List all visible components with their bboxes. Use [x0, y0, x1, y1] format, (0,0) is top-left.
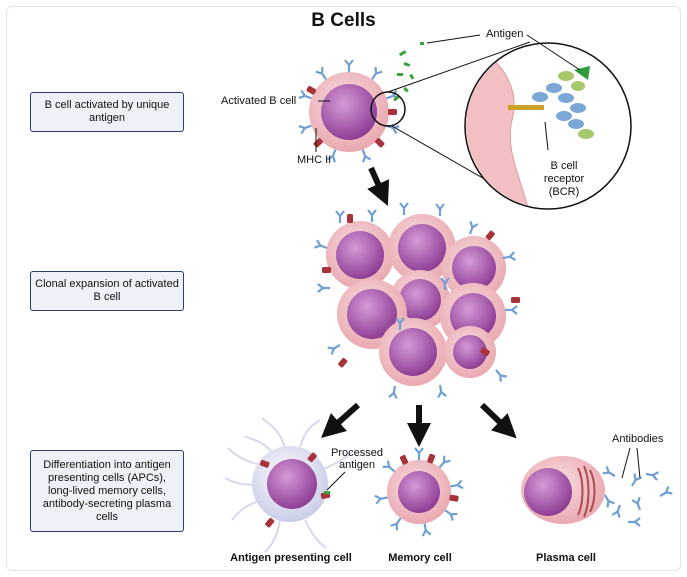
antigen-label: Antigen — [486, 28, 524, 40]
processed-antigen-leader — [326, 471, 346, 491]
antigen-presenting-cell-graphic — [224, 417, 353, 553]
antigen-leader-left — [426, 34, 481, 44]
antibodies-leader-2 — [636, 447, 641, 479]
caption-apc: Antigen presenting cell — [230, 552, 352, 564]
diagram-title: B Cells — [311, 10, 376, 31]
arrow-to-expansion — [367, 166, 390, 206]
arrow-to-apc — [321, 402, 360, 438]
bcr-inset — [464, 42, 632, 210]
memory-cell-graphic — [373, 446, 465, 538]
processed-antigen-label: Processed antigen — [331, 447, 383, 471]
step-box-expansion: Clonal expansion of activated B cell — [30, 271, 184, 311]
activated-b-cell-graphic — [297, 58, 401, 164]
antibodies-graphic — [600, 465, 674, 528]
antibodies-label: Antibodies — [612, 433, 664, 445]
step-box-differentiation: Differentiation into antigen presenting … — [30, 450, 184, 532]
plasma-cell-graphic — [521, 456, 605, 524]
activated-b-cell-label: Activated B cell — [221, 95, 297, 107]
zoom-line-top — [387, 41, 531, 93]
antibodies-leader-1 — [621, 447, 631, 479]
antigen-leader-right — [526, 34, 581, 71]
mhc-ii-label: MHC II — [297, 154, 332, 166]
clonal-expansion-cluster — [313, 201, 520, 400]
bcr-label: B cell receptor (BCR) — [543, 160, 585, 198]
bcr-leader — [544, 121, 549, 151]
antigen-fragments — [393, 42, 424, 102]
caption-plasma: Plasma cell — [536, 552, 596, 564]
caption-memory: Memory cell — [388, 552, 452, 564]
arrow-to-plasma — [479, 402, 517, 439]
step-box-activation: B cell activated by unique antigen — [30, 92, 184, 132]
